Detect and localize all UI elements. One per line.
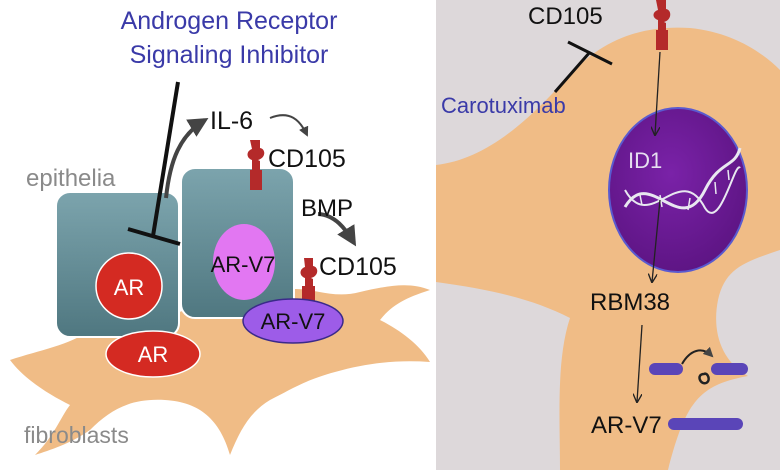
right-panel: CD105 Carotuximab ID1 RBM38 AR-V7 bbox=[436, 0, 780, 470]
panel-divider bbox=[433, 0, 436, 470]
arrow-bmp-to-cd105 bbox=[317, 212, 357, 247]
cd105-receptor-lower bbox=[300, 258, 318, 305]
arrow-il6-to-cd105 bbox=[269, 114, 309, 137]
bmp-label: BMP bbox=[301, 195, 353, 222]
inhibitor-block-symbol bbox=[127, 81, 181, 246]
epithelia-label: epithelia bbox=[26, 165, 116, 192]
ar-v7-epithelial-nucleus bbox=[213, 224, 275, 300]
ar-v7-fibroblast-label: AR-V7 bbox=[261, 309, 326, 334]
dna-helix-icon bbox=[623, 147, 742, 214]
cd105-label-lower: CD105 bbox=[319, 253, 397, 281]
nucleus-id1 bbox=[608, 107, 748, 273]
inhibitor-label-line1: Androgen Receptor bbox=[121, 7, 338, 35]
inhibitor-label-line2: Signaling Inhibitor bbox=[130, 41, 329, 69]
arrow-rbm38-to-arv7 bbox=[637, 324, 643, 402]
fibroblasts-label: fibroblasts bbox=[24, 422, 129, 448]
ar-epithelial-nucleus bbox=[95, 252, 163, 320]
carotuximab-inhibition-symbol bbox=[553, 40, 613, 93]
carotuximab-label: Carotuximab bbox=[441, 93, 566, 118]
cd105-label-upper: CD105 bbox=[268, 145, 346, 173]
arrow-cd105-to-id1 bbox=[655, 51, 661, 135]
ar-v7-fibroblast-nucleus bbox=[242, 298, 344, 344]
ar-epithelial-label: AR bbox=[114, 275, 145, 300]
left-panel: Androgen Receptor Signaling Inhibitor IL… bbox=[10, 7, 430, 455]
cd105-label-right: CD105 bbox=[528, 3, 603, 30]
ar-fibroblast-label: AR bbox=[138, 342, 169, 367]
arrow-epithelia-to-il6 bbox=[164, 117, 209, 199]
cd105-receptor-upper bbox=[247, 140, 265, 190]
rbm38-label: RBM38 bbox=[590, 289, 670, 316]
arrow-id1-to-rbm38 bbox=[652, 199, 661, 282]
id1-label: ID1 bbox=[628, 148, 662, 173]
ar-v7-label-right: AR-V7 bbox=[591, 412, 662, 439]
ar-v7-epithelial-label: AR-V7 bbox=[211, 252, 276, 277]
cd105-receptor-right bbox=[653, 0, 671, 50]
il6-label: IL-6 bbox=[210, 107, 253, 135]
ar-fibroblast-nucleus bbox=[105, 330, 201, 378]
mrna-splicing-icon bbox=[649, 346, 748, 430]
